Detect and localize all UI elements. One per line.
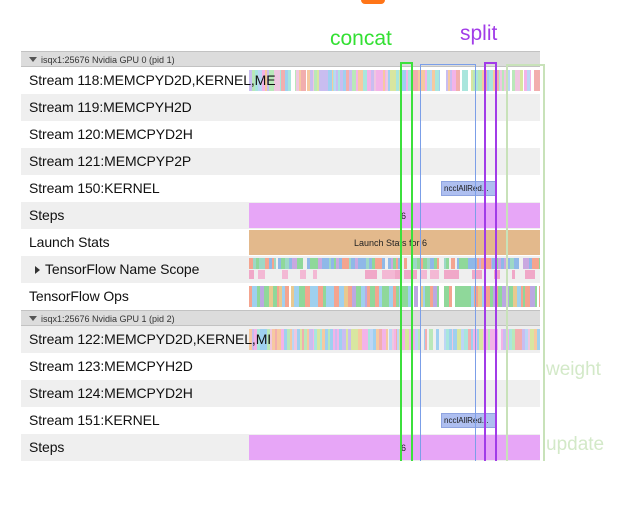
trace-slice[interactable] [313, 270, 317, 279]
concat-box [400, 62, 413, 461]
trace-slice[interactable] [258, 270, 265, 279]
row-label: Stream 119:MEMCPYH2D [29, 99, 192, 115]
row-label: TensorFlow Name Scope [45, 261, 199, 277]
trace-slice[interactable] [388, 270, 395, 279]
trace-slice[interactable] [477, 270, 481, 279]
row-label: Steps [29, 207, 64, 223]
row-label: Stream 121:MEMCPYP2P [29, 153, 191, 169]
trace-slice[interactable] [413, 270, 417, 279]
row-label: Stream 123:MEMCPYH2D [29, 358, 193, 374]
row-label: Stream 118:MEMCPYD2D,KERNEL,ME [29, 72, 275, 88]
trace-slice[interactable] [282, 270, 288, 279]
row-label: Launch Stats [29, 234, 110, 250]
trace-slice[interactable] [414, 286, 418, 307]
split-box [484, 62, 497, 461]
screenshot-root: concat split nccl weight update isqx1:25… [0, 0, 622, 461]
trace-slice[interactable] [288, 70, 291, 91]
trace-slice[interactable] [370, 270, 377, 279]
trace-slice[interactable] [382, 258, 385, 269]
annotation-weight-line1: weight [546, 357, 604, 382]
row-label: TensorFlow Ops [29, 288, 129, 304]
launch-stats-bar-label: Launch Stats for 6 [354, 238, 427, 248]
trace-slice[interactable] [300, 270, 307, 279]
trace-slice[interactable] [299, 258, 302, 269]
collapse-triangle-icon[interactable] [29, 316, 37, 321]
annotation-weight-update: weight update [546, 307, 604, 507]
group-header-label: isqx1:25676 Nvidia GPU 0 (pid 1) [41, 52, 175, 68]
row-label: Stream 122:MEMCPYD2D,KERNEL,MI [29, 331, 271, 347]
trace-slice[interactable] [274, 258, 277, 269]
row-label: Stream 120:MEMCPYD2H [29, 126, 193, 142]
weight-update-box [506, 64, 545, 461]
orange-marker-sliver [361, 0, 385, 4]
expand-triangle-icon[interactable] [35, 266, 40, 274]
row-label: Steps [29, 439, 64, 455]
trace-slice[interactable] [249, 270, 254, 279]
row-label: Stream 151:KERNEL [29, 412, 160, 428]
annotation-weight-line2: update [546, 432, 604, 457]
collapse-triangle-icon[interactable] [29, 57, 37, 62]
group-header-label: isqx1:25676 Nvidia GPU 1 (pid 2) [41, 311, 175, 327]
annotation-split: split [460, 22, 497, 46]
row-label: Stream 150:KERNEL [29, 180, 160, 196]
trace-slice[interactable] [285, 286, 288, 307]
nccl-box [420, 64, 476, 461]
annotation-concat: concat [330, 27, 392, 51]
row-label: Stream 124:MEMCPYD2H [29, 385, 193, 401]
trace-slice[interactable] [386, 329, 388, 350]
